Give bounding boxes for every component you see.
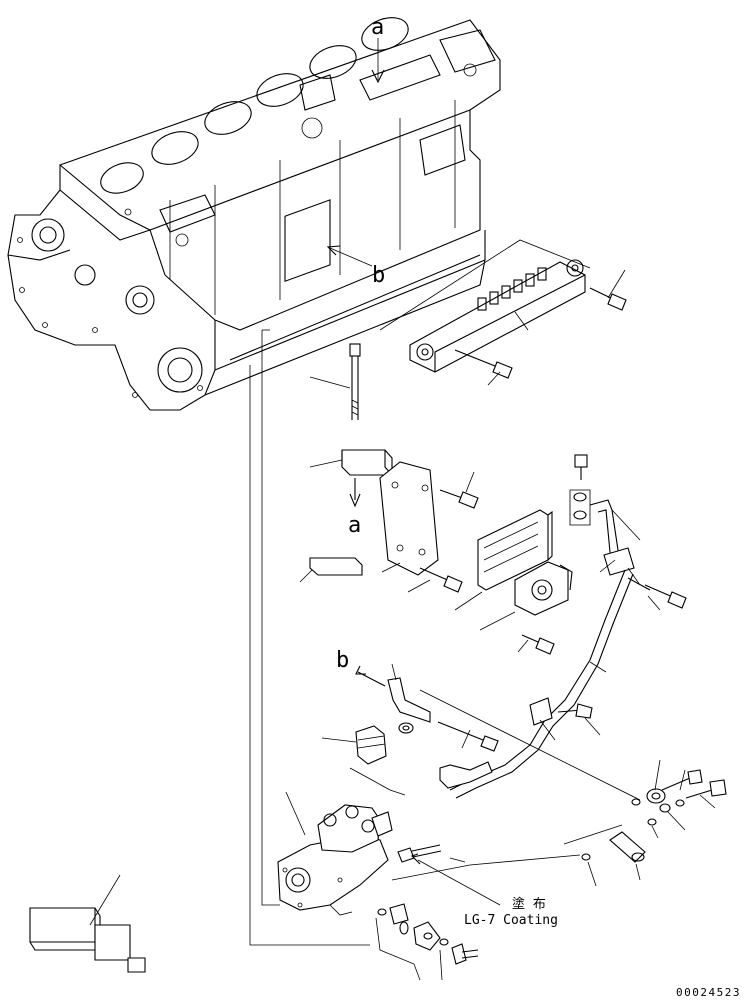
callout-b-block: b (372, 263, 385, 288)
callout-a-mid: a (348, 513, 361, 538)
callout-b-bracket: b (336, 648, 349, 673)
rubber-cap (321, 725, 406, 796)
routing-lines (249, 239, 641, 946)
long-bolt-and-block (299, 343, 393, 583)
coated-bolt (397, 844, 501, 906)
engine-block (7, 17, 501, 411)
filter-assembly (454, 509, 573, 655)
coating-note-japanese: 塗 布 (512, 896, 546, 912)
bracket-plate (379, 461, 479, 593)
bottom-small-parts (375, 903, 479, 981)
service-tool (29, 874, 146, 973)
drawing-number: 00024523 (676, 986, 741, 999)
pump-assembly (277, 791, 393, 916)
fuel-rail-assembly (409, 259, 627, 386)
coating-note-english: LG-7 Coating (464, 913, 558, 928)
callout-a-top: a (371, 15, 384, 40)
pipe-bracket (355, 663, 499, 789)
lower-right-fittings (563, 759, 727, 887)
